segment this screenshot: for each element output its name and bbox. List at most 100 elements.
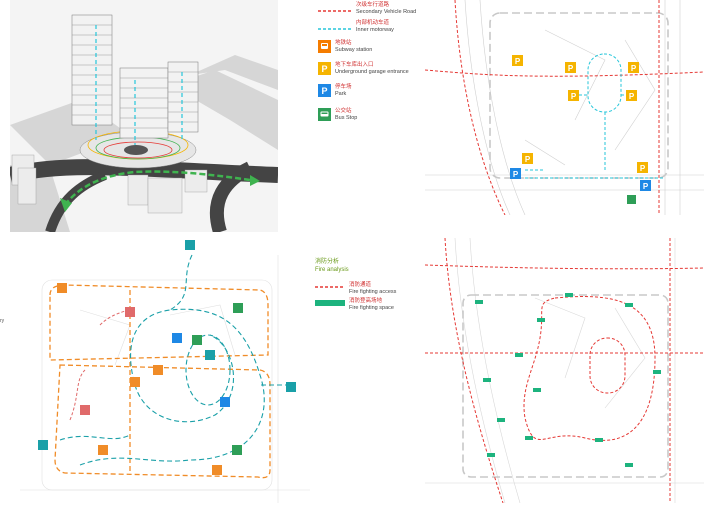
plan-icons: P P P P P P P P P [510, 55, 651, 204]
edge-text: ry [0, 318, 5, 324]
legend-garage: P 地下车库出入口 Underground garage entrance [318, 62, 409, 75]
fire-access-lines [424, 237, 704, 504]
dashed-line-icon [315, 286, 345, 288]
legend-park: P 停车场 Park [318, 84, 352, 97]
legend-zh: 公交站 [335, 108, 352, 114]
low-rise-buildings [11, 154, 208, 214]
pedestrian-icon [212, 465, 222, 475]
tower-1 [71, 14, 113, 126]
pedestrian-icon [232, 445, 242, 455]
pedestrian-icon [80, 405, 90, 415]
fire-title-zh: 消防分析 [315, 259, 340, 265]
pedestrian-icon [98, 445, 108, 455]
site-boundary [462, 294, 669, 478]
garage-icon [565, 62, 576, 73]
garage-icon [568, 90, 579, 101]
traffic-plan: P P P P P P P P P [424, 0, 704, 216]
traffic-legend: 次级车行道路 Secondary Vehicle Road 内部机动车道 Inn… [318, 0, 428, 135]
pedestrian-icon [172, 333, 182, 343]
legend-en: Underground garage entrance [335, 68, 409, 75]
svg-text:P: P [515, 57, 521, 66]
legend-fire-space: 消防登高场地 Fire fighting space [315, 298, 394, 311]
svg-text:P: P [640, 164, 646, 173]
garage-icon [628, 62, 639, 73]
svg-text:P: P [568, 64, 574, 73]
legend-en: Inner motorway [356, 26, 394, 33]
legend-zh: 地铁站 [335, 40, 352, 46]
inner-motorway-lines [525, 53, 665, 179]
road-3d [209, 161, 254, 235]
park-icon [510, 168, 521, 179]
pedestrian-icon [185, 240, 195, 250]
parking-garage-icon: P [318, 62, 331, 75]
red-paths [69, 309, 129, 421]
svg-text:P: P [571, 92, 577, 101]
fire-title-en: Fire analysis [315, 267, 349, 273]
garage-icon [522, 153, 533, 164]
svg-text:P: P [513, 170, 519, 179]
fire-space-marks [475, 293, 661, 467]
plan-site-lines [425, 237, 704, 504]
fire-plan [424, 237, 704, 504]
bus-icon [318, 108, 331, 121]
legend-zh: 次级车行道路 [356, 2, 390, 8]
tower-2 [119, 67, 169, 139]
parking-icon: P [318, 84, 331, 97]
pedestrian-icon [233, 303, 243, 313]
pedestrian-icon [125, 307, 135, 317]
secondary-road-lines [424, 0, 704, 216]
pedestrian-plan-drawing [20, 240, 310, 503]
pedestrian-icon [205, 350, 215, 360]
fire-space-swatch [315, 300, 345, 306]
flow-arrow [64, 170, 251, 206]
massing-3d-drawing [8, 14, 279, 235]
legend-inner-motorway: 内部机动车道 Inner motorway [318, 20, 394, 33]
bus-icon [627, 195, 636, 204]
legend-zh: 地下车库出入口 [335, 62, 374, 68]
arrow-head [60, 198, 72, 212]
tower-3 [167, 61, 199, 133]
legend-en: Subway station [335, 46, 373, 53]
legend-fire-access: 消防通道 Fire fighting access [315, 282, 396, 295]
vertical-access-lines [95, 25, 183, 145]
garage-icon [512, 55, 523, 66]
svg-text:P: P [631, 64, 637, 73]
legend-en: Bus Stop [335, 114, 358, 121]
pedestrian-icon [220, 397, 230, 407]
legend-bus: 公交站 Bus Stop [318, 108, 357, 121]
svg-text:P: P [525, 155, 531, 164]
pedestrian-icon [286, 382, 296, 392]
legend-en: Fire fighting space [349, 304, 394, 311]
arrow-head [250, 175, 260, 186]
plan-site-lines [425, 0, 704, 216]
pedestrian-icon [57, 283, 67, 293]
pedestrian-icons [38, 240, 296, 475]
pedestrian-plan [20, 235, 310, 503]
legend-secondary-road: 次级车行道路 Secondary Vehicle Road [318, 2, 416, 15]
legend-zh: 消防通道 [349, 282, 372, 288]
pedestrian-icon [38, 440, 48, 450]
pedestrian-icon [153, 365, 163, 375]
pedestrian-icon [130, 377, 140, 387]
fire-plan-drawing [424, 237, 704, 504]
legend-en: Secondary Vehicle Road [356, 8, 417, 15]
teal-paths [59, 254, 290, 466]
garage-icon [637, 162, 648, 173]
subway-icon [318, 40, 331, 53]
svg-text:P: P [643, 182, 649, 191]
traffic-plan-drawing: P P P P P P P P P [424, 0, 704, 216]
legend-subway: 地铁站 Subway station [318, 40, 372, 53]
park-icon [640, 180, 651, 191]
legend-zh: 停车场 [335, 84, 352, 90]
svg-text:P: P [629, 92, 635, 101]
legend-zh: 内部机动车道 [356, 20, 390, 26]
legend-en: Park [335, 90, 347, 97]
podium-ring [103, 141, 173, 159]
massing-3d-view [8, 0, 279, 235]
fire-legend: 消防分析 Fire analysis 消防通道 Fire fighting ac… [315, 258, 425, 318]
dashed-line-icon [318, 28, 352, 30]
podium-void [124, 145, 148, 155]
legend-en: Fire fighting access [349, 288, 397, 295]
pedestrian-icon [192, 335, 202, 345]
dashed-line-icon [318, 10, 352, 12]
